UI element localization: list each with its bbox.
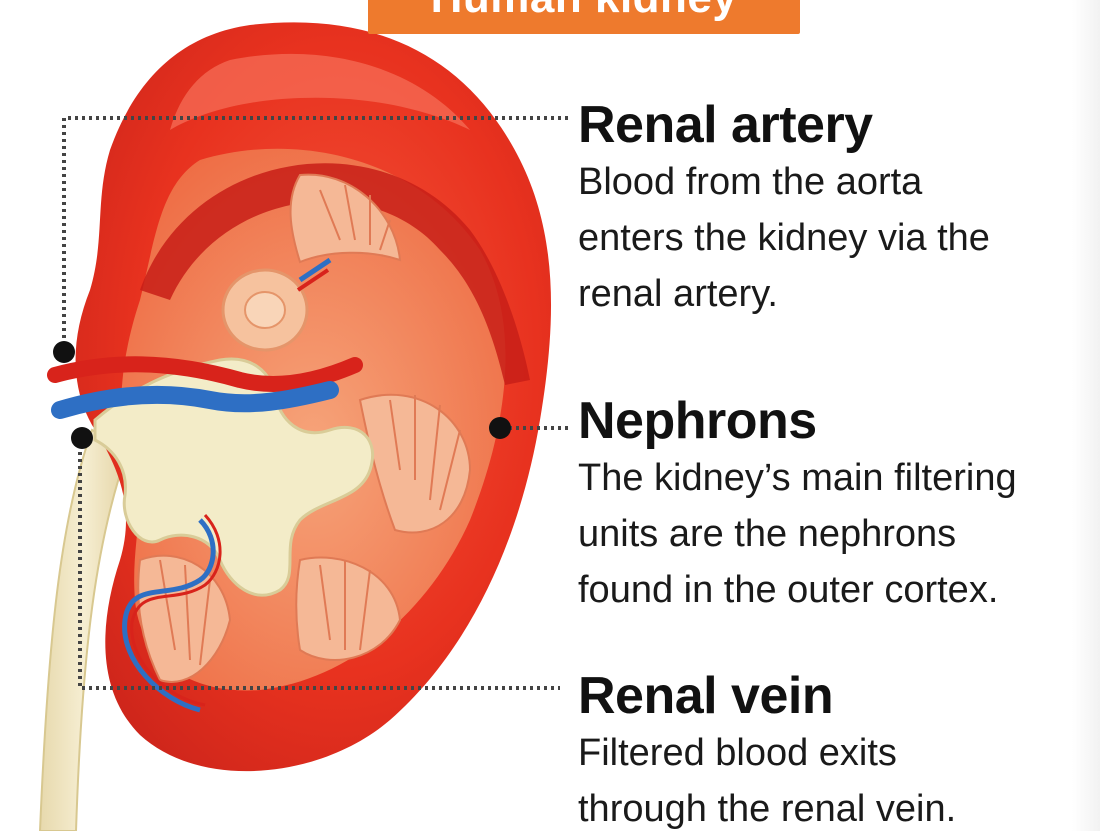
page-title: Human kidney (368, 0, 800, 26)
marker-renal-vein (71, 427, 93, 449)
callout-title-renal-artery: Renal artery (578, 96, 1098, 154)
marker-nephrons (489, 417, 511, 439)
callout-text-line: found in the outer cortex. (578, 562, 1098, 618)
minor-calyx-center (245, 292, 285, 328)
callout-text-line: enters the kidney via the (578, 210, 1098, 266)
callout-text-line: Blood from the aorta (578, 154, 1098, 210)
callout-nephrons: Nephrons The kidney’s main filtering uni… (578, 392, 1098, 618)
callout-text-line: renal artery. (578, 266, 1098, 322)
callout-text-line: units are the nephrons (578, 506, 1098, 562)
title-banner: Human kidney (368, 0, 800, 34)
callout-title-renal-vein: Renal vein (578, 667, 1098, 725)
callout-renal-vein: Renal vein Filtered blood exits through … (578, 667, 1098, 831)
marker-renal-artery (53, 341, 75, 363)
callout-renal-artery: Renal artery Blood from the aorta enters… (578, 96, 1098, 322)
callout-text-line: through the renal vein. (578, 781, 1098, 831)
callout-text-line: Filtered blood exits (578, 725, 1098, 781)
callout-text-line: The kidney’s main filtering (578, 450, 1098, 506)
callout-title-nephrons: Nephrons (578, 392, 1098, 450)
